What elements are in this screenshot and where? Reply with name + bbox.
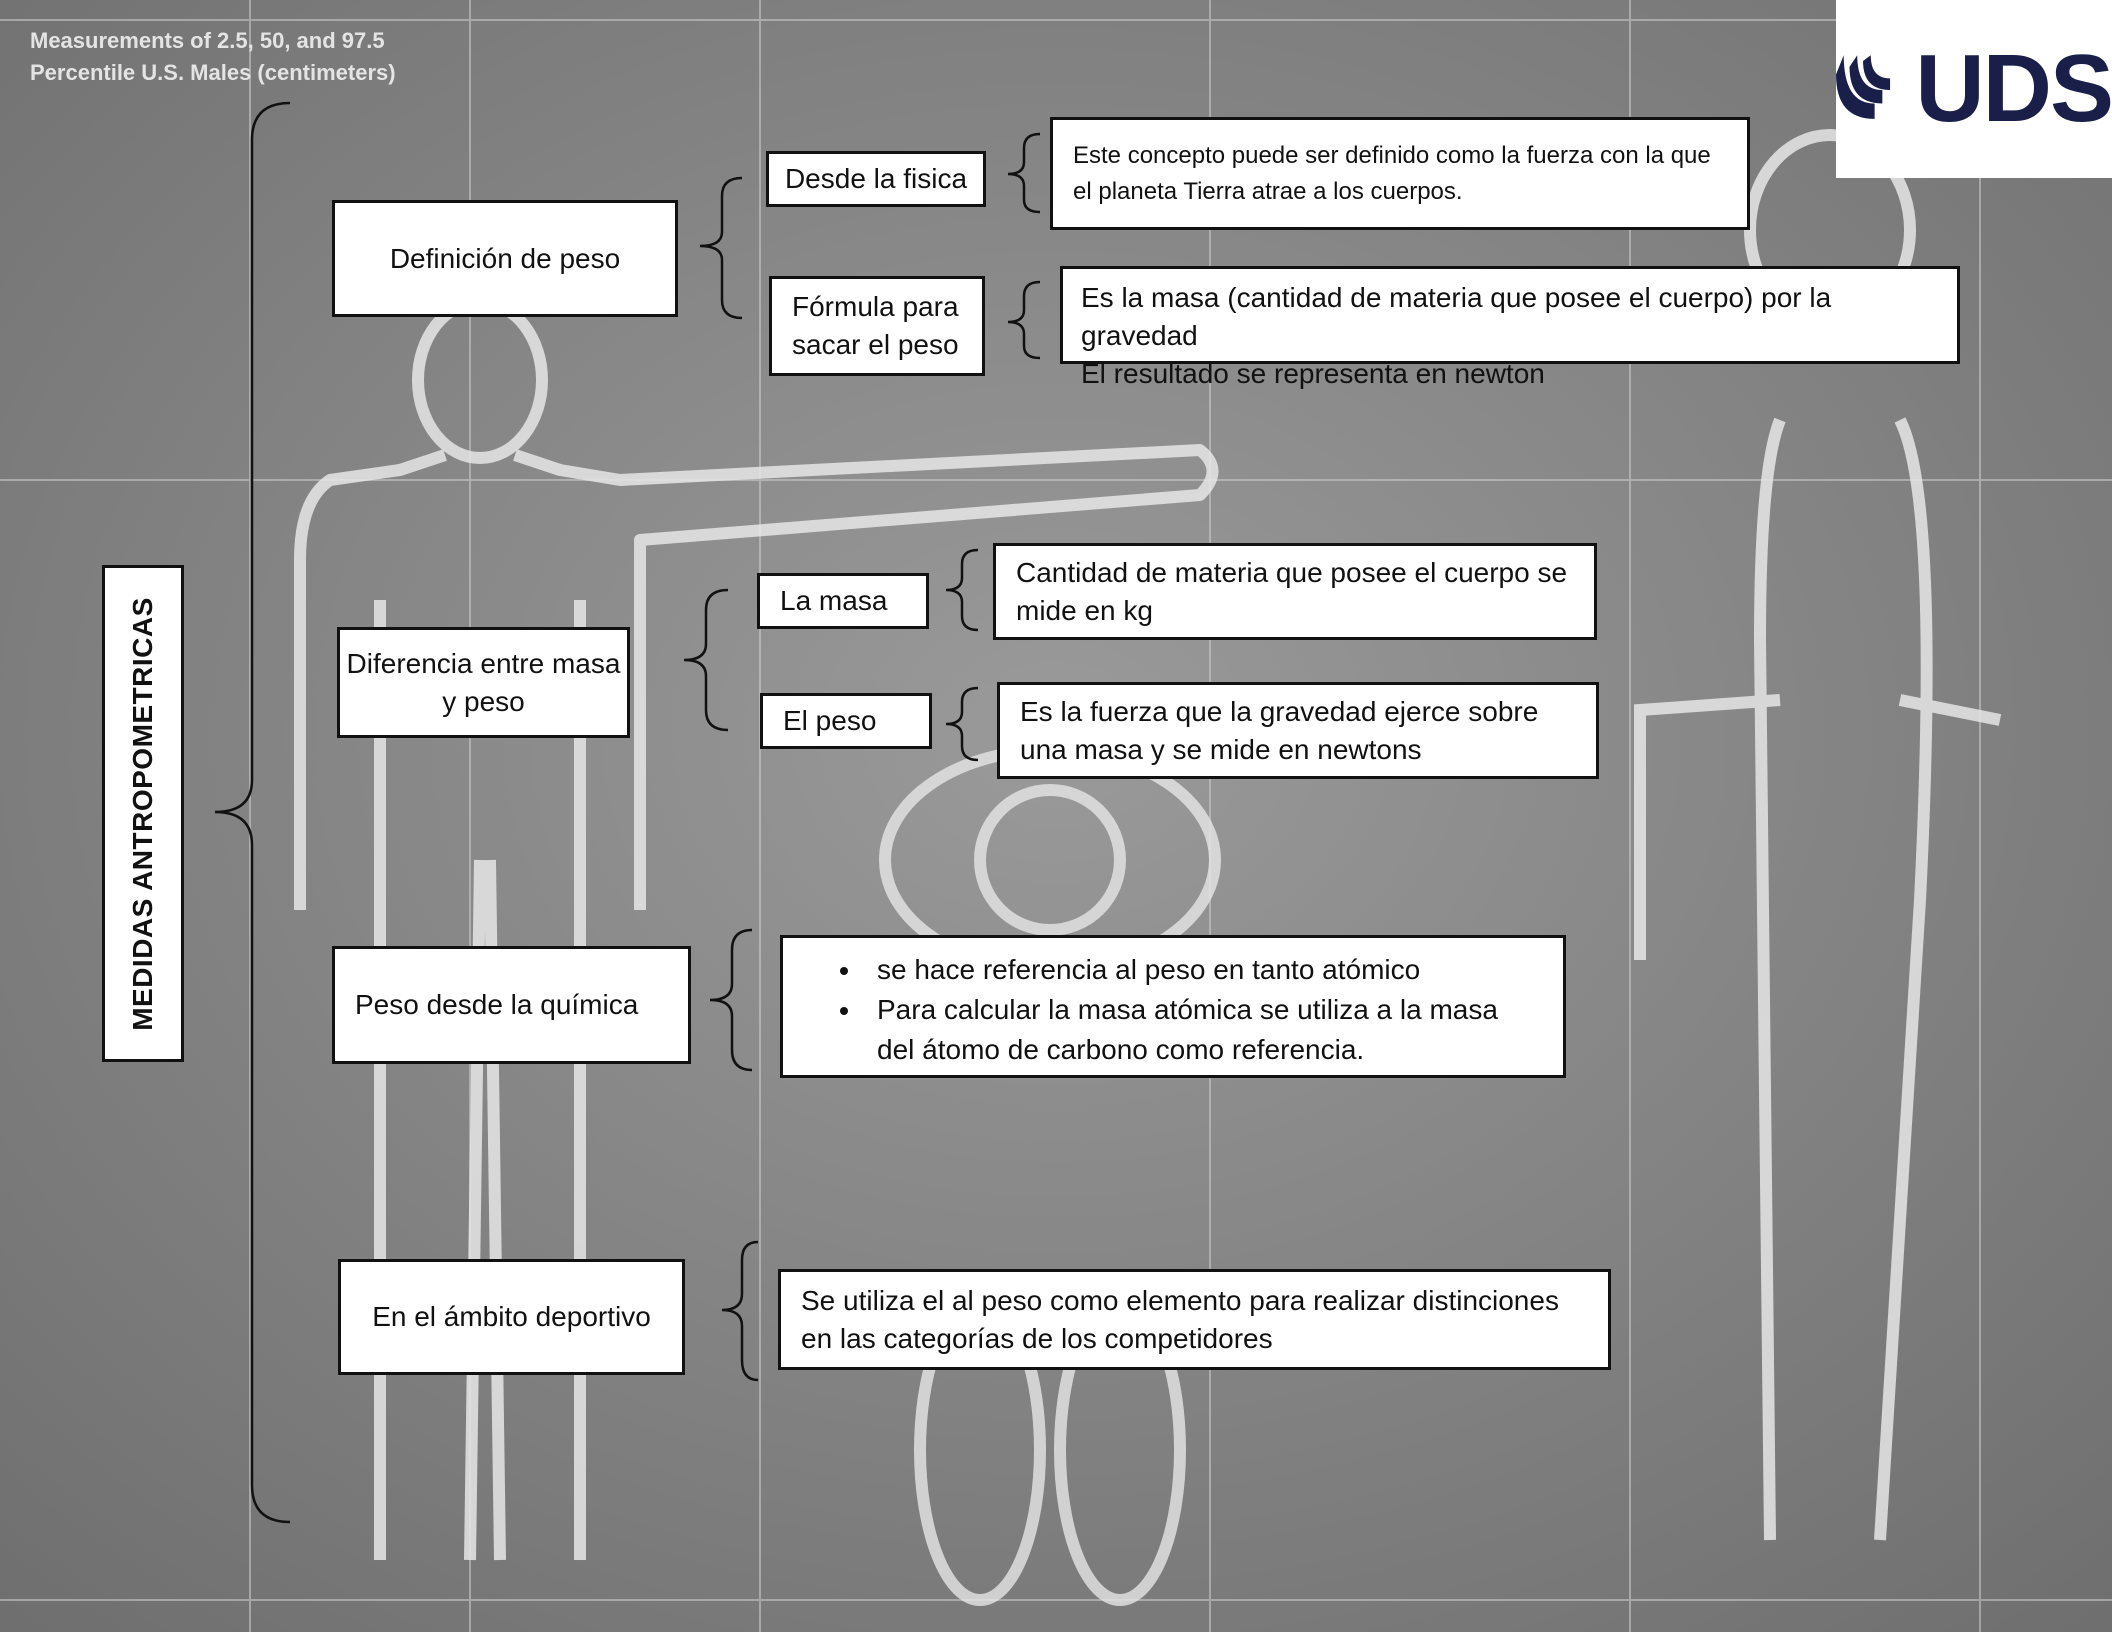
peso-node: El peso [760,693,932,749]
formula-line-2: El resultado se representa en newton [1081,355,1939,393]
quimica-bullet-2: Para calcular la masa atómica se utiliza… [863,990,1543,1070]
fisica-text-box: Este concepto puede ser definido como la… [1050,117,1750,230]
definicion-node: Definición de peso [332,200,678,317]
quimica-node: Peso desde la química [332,946,691,1064]
diferencia-label: Diferencia entre masa y peso [340,645,627,721]
root-label: MEDIDAS ANTROPOMETRICAS [127,597,159,1031]
deportivo-label: En el ámbito deportivo [372,1298,651,1336]
uds-logo: UDS [1836,0,2112,178]
fisica-label: Desde la fisica [785,160,967,198]
background-caption-2: Percentile U.S. Males (centimeters) [30,60,396,85]
definicion-label: Definición de peso [390,240,620,278]
deportivo-node: En el ámbito deportivo [338,1259,685,1375]
formula-text-box: Es la masa (cantidad de materia que pose… [1060,266,1960,364]
background-caption: Measurements of 2.5, 50, and 97.5 [30,28,385,53]
formula-line-1: Es la masa (cantidad de materia que pose… [1081,279,1939,355]
quimica-bullet-1: se hace referencia al peso en tanto atóm… [863,950,1543,990]
fisica-node: Desde la fisica [766,151,986,207]
deportivo-text: Se utiliza el al peso como elemento para… [801,1282,1588,1358]
masa-text-box: Cantidad de materia que posee el cuerpo … [993,543,1597,640]
formula-node: Fórmula para sacar el peso [769,276,985,376]
quimica-bullet-list: se hace referencia al peso en tanto atóm… [803,950,1543,1070]
masa-label: La masa [780,582,887,620]
logo-text: UDS [1915,34,2112,144]
quimica-label: Peso desde la química [355,986,638,1024]
peso-text-box: Es la fuerza que la gravedad ejerce sobr… [997,682,1599,779]
quimica-text-box: se hace referencia al peso en tanto atóm… [780,935,1566,1078]
masa-node: La masa [757,573,929,629]
peso-label: El peso [783,702,876,740]
deportivo-text-box: Se utiliza el al peso como elemento para… [778,1269,1611,1370]
diferencia-node: Diferencia entre masa y peso [337,627,630,738]
fisica-text: Este concepto puede ser definido como la… [1073,138,1727,210]
uds-logo-icon [1836,44,1911,134]
formula-label: Fórmula para sacar el peso [792,288,962,364]
masa-text: Cantidad de materia que posee el cuerpo … [1016,554,1574,630]
root-node: MEDIDAS ANTROPOMETRICAS [102,565,184,1062]
peso-text: Es la fuerza que la gravedad ejerce sobr… [1020,693,1576,769]
